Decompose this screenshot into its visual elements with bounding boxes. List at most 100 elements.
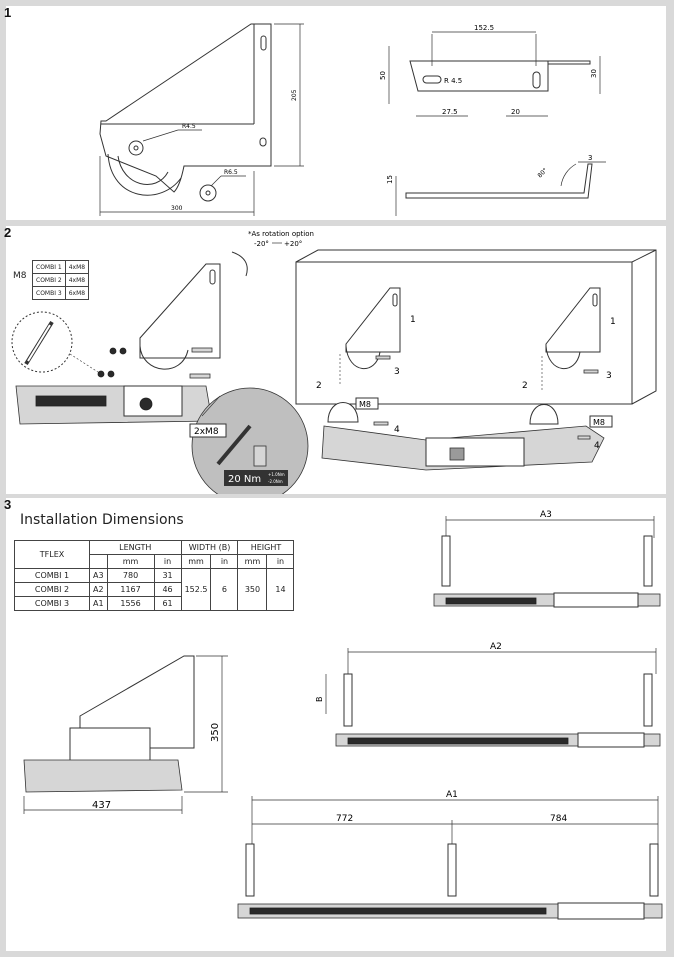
bracket-arc-inner xyxy=(117,155,169,186)
bracket-hole xyxy=(128,140,144,156)
zoom-leader xyxy=(69,353,102,375)
plate-top-outline xyxy=(409,60,549,92)
bracket-slot-top xyxy=(260,35,267,51)
dim-30: 30 xyxy=(590,69,598,78)
bracket-side-outline xyxy=(99,23,272,193)
leader-r45 xyxy=(142,129,179,142)
header-tflex: TFLEX xyxy=(14,540,90,569)
row-code: A3 xyxy=(89,568,108,583)
elevation-luminaire xyxy=(23,759,183,793)
dim-275: 27.5 xyxy=(442,108,458,116)
height-mm: 350 xyxy=(237,568,268,611)
luminaire-mount-right xyxy=(529,404,559,425)
callout-1a: 1 xyxy=(410,315,416,325)
a2-driver xyxy=(577,732,645,748)
unit-in: in xyxy=(266,554,295,569)
dim-205: 205 xyxy=(291,89,298,101)
a1-driver xyxy=(557,902,645,920)
nut-4 xyxy=(107,370,115,378)
callout-2a: 2 xyxy=(316,381,322,391)
plate-lip xyxy=(548,60,591,65)
unit-mm: mm xyxy=(237,554,268,569)
dim-80: 80° xyxy=(536,167,548,179)
row-model: COMBI 1 xyxy=(14,568,90,583)
row-code: A2 xyxy=(89,582,108,597)
callout-3b: 3 xyxy=(606,371,612,381)
m8-tag-right: M8 xyxy=(593,418,605,427)
bracket-fold-line xyxy=(101,24,255,125)
panel-installation-steps: 2 *As rotation option -20° +20° xyxy=(4,225,666,505)
m8-row: COMBI 3 6xM8 xyxy=(32,286,90,300)
dimension-drawings: A3 A2 B A1 772 xyxy=(23,510,663,920)
bracket-2 xyxy=(545,287,601,353)
plate-slot-v xyxy=(532,71,541,89)
installation-title: Installation Dimensions xyxy=(20,512,184,528)
dim-350: 350 xyxy=(210,723,221,742)
header-width: WIDTH (B) xyxy=(180,540,239,555)
header-height: HEIGHT xyxy=(237,540,295,555)
nut-1 xyxy=(109,347,117,355)
dim-a3: A3 xyxy=(540,510,552,520)
rotation-note: *As rotation option xyxy=(248,230,314,238)
m8-tag-left: M8 xyxy=(359,400,371,409)
table-header-row: TFLEX LENGTH WIDTH (B) HEIGHT xyxy=(14,540,295,569)
row-mm: 780 xyxy=(106,568,155,583)
bolt-label: 2xM8 xyxy=(194,427,219,437)
torque-tol-plus: +1.0Nm xyxy=(268,472,285,477)
zoom-bolt-circle xyxy=(11,311,73,373)
dim-772: 772 xyxy=(336,814,353,824)
torque-bolt-icon xyxy=(216,424,252,466)
a3-fins xyxy=(445,597,537,605)
torque-value: 20 Nm xyxy=(228,474,261,485)
bolt-3a xyxy=(375,355,391,360)
table-row: COMBI 2 A2 1167 46 xyxy=(14,582,294,597)
callout-4a: 4 xyxy=(394,425,400,435)
bolt-4a xyxy=(373,421,389,426)
bracket-2-slot xyxy=(592,293,598,307)
bracket-1-slot xyxy=(392,293,398,307)
bracket-slot-hole xyxy=(199,184,217,202)
bolt-label-box xyxy=(189,423,227,438)
table-row: COMBI 1 A3 780 31 152.5 6 350 14 xyxy=(14,568,295,611)
callout-3a: 3 xyxy=(394,367,400,377)
table-row: COMBI 3 A1 1556 61 xyxy=(14,596,294,611)
a3-bracket-left xyxy=(441,535,451,587)
unit-mm: mm xyxy=(180,554,212,569)
unit-in: in xyxy=(210,554,239,569)
bolt-left-2 xyxy=(189,373,211,379)
row-in: 31 xyxy=(153,568,182,583)
bracket-left-assembly xyxy=(139,263,221,359)
m8-row: COMBI 1 4xM8 xyxy=(32,260,90,274)
bolt-3b xyxy=(583,369,599,374)
nut-2 xyxy=(119,347,127,355)
dim-a1: A1 xyxy=(446,790,458,800)
luminaire-left-mount xyxy=(123,385,183,417)
dim-a2: A2 xyxy=(490,642,502,652)
a1-bracket-left xyxy=(245,843,255,897)
dim-784: 784 xyxy=(550,814,567,824)
row-model: COMBI 2 xyxy=(14,582,90,597)
luminaire-mount-left xyxy=(327,402,359,423)
unit-in: in xyxy=(153,554,182,569)
a3-bracket-right xyxy=(643,535,653,587)
plate-slot xyxy=(422,75,442,84)
bolt-4b xyxy=(577,435,591,440)
dim-437: 437 xyxy=(92,800,111,811)
bracket-left-arc xyxy=(139,345,189,370)
panel-number-2: 2 xyxy=(4,225,12,240)
torque-leader xyxy=(201,395,221,417)
row-mm: 1167 xyxy=(106,582,155,597)
m8-model: COMBI 3 xyxy=(32,286,66,300)
plate-edge-outline xyxy=(405,163,593,199)
m8-model: COMBI 2 xyxy=(32,273,66,287)
m8-tag-right-box xyxy=(589,415,613,428)
panel-bracket-dimensions: 1 R4.5 R6.5 205 xyxy=(4,5,666,220)
height-in: 14 xyxy=(266,568,295,611)
row-in: 61 xyxy=(153,596,182,611)
unit-mm: mm xyxy=(106,554,155,569)
luminaire-left-fin xyxy=(35,395,107,407)
dim-r45-top: R 4.5 xyxy=(444,77,462,85)
a1-bracket-right xyxy=(649,843,659,897)
torque-wrench-icon xyxy=(253,445,267,467)
ceiling-box-edge xyxy=(631,249,657,263)
